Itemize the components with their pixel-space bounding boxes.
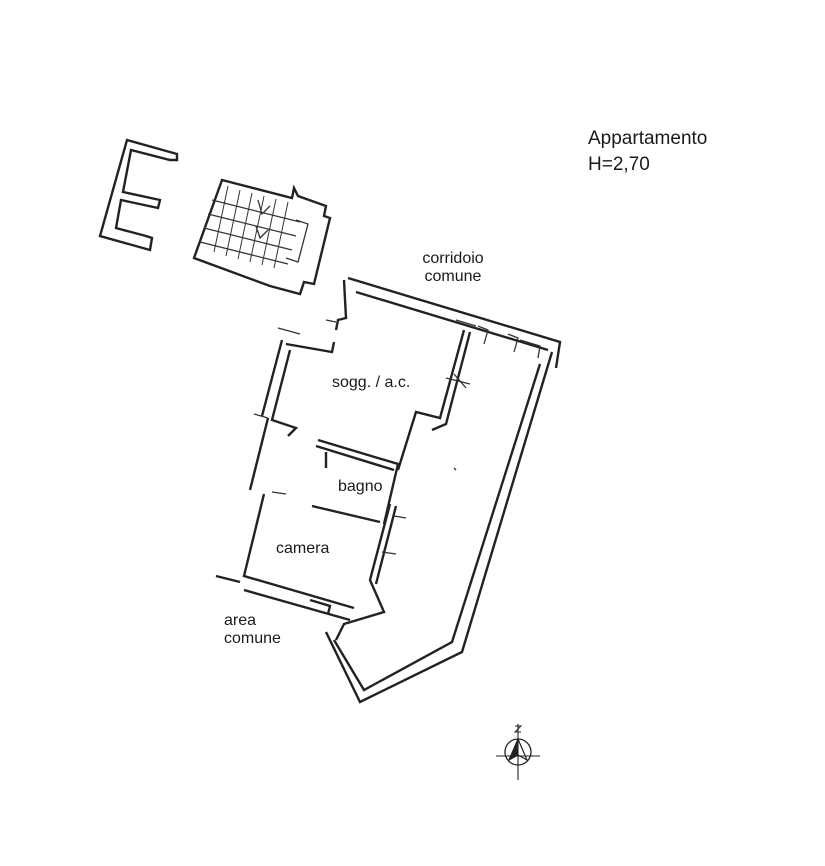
staircase xyxy=(192,178,332,296)
label-bagno: bagno xyxy=(338,478,383,495)
north-arrow-icon xyxy=(496,724,540,780)
label-soggiorno: sogg. / a.c. xyxy=(332,374,411,391)
label-area-comune: area comune xyxy=(224,612,281,648)
label-corridoio-comune: corridoio comune xyxy=(410,250,496,286)
ceiling-height-note: H=2,70 xyxy=(588,154,650,175)
label-area-line2: comune xyxy=(224,629,281,647)
plan-title: Appartamento xyxy=(588,128,708,149)
label-corridoio-line1: corridoio xyxy=(422,250,484,267)
label-corridoio-line2: comune xyxy=(424,267,482,285)
apartment-outline xyxy=(215,276,562,704)
external-wall-fragment xyxy=(98,138,179,252)
label-area-line1: area xyxy=(224,612,257,629)
label-camera: camera xyxy=(276,540,330,557)
